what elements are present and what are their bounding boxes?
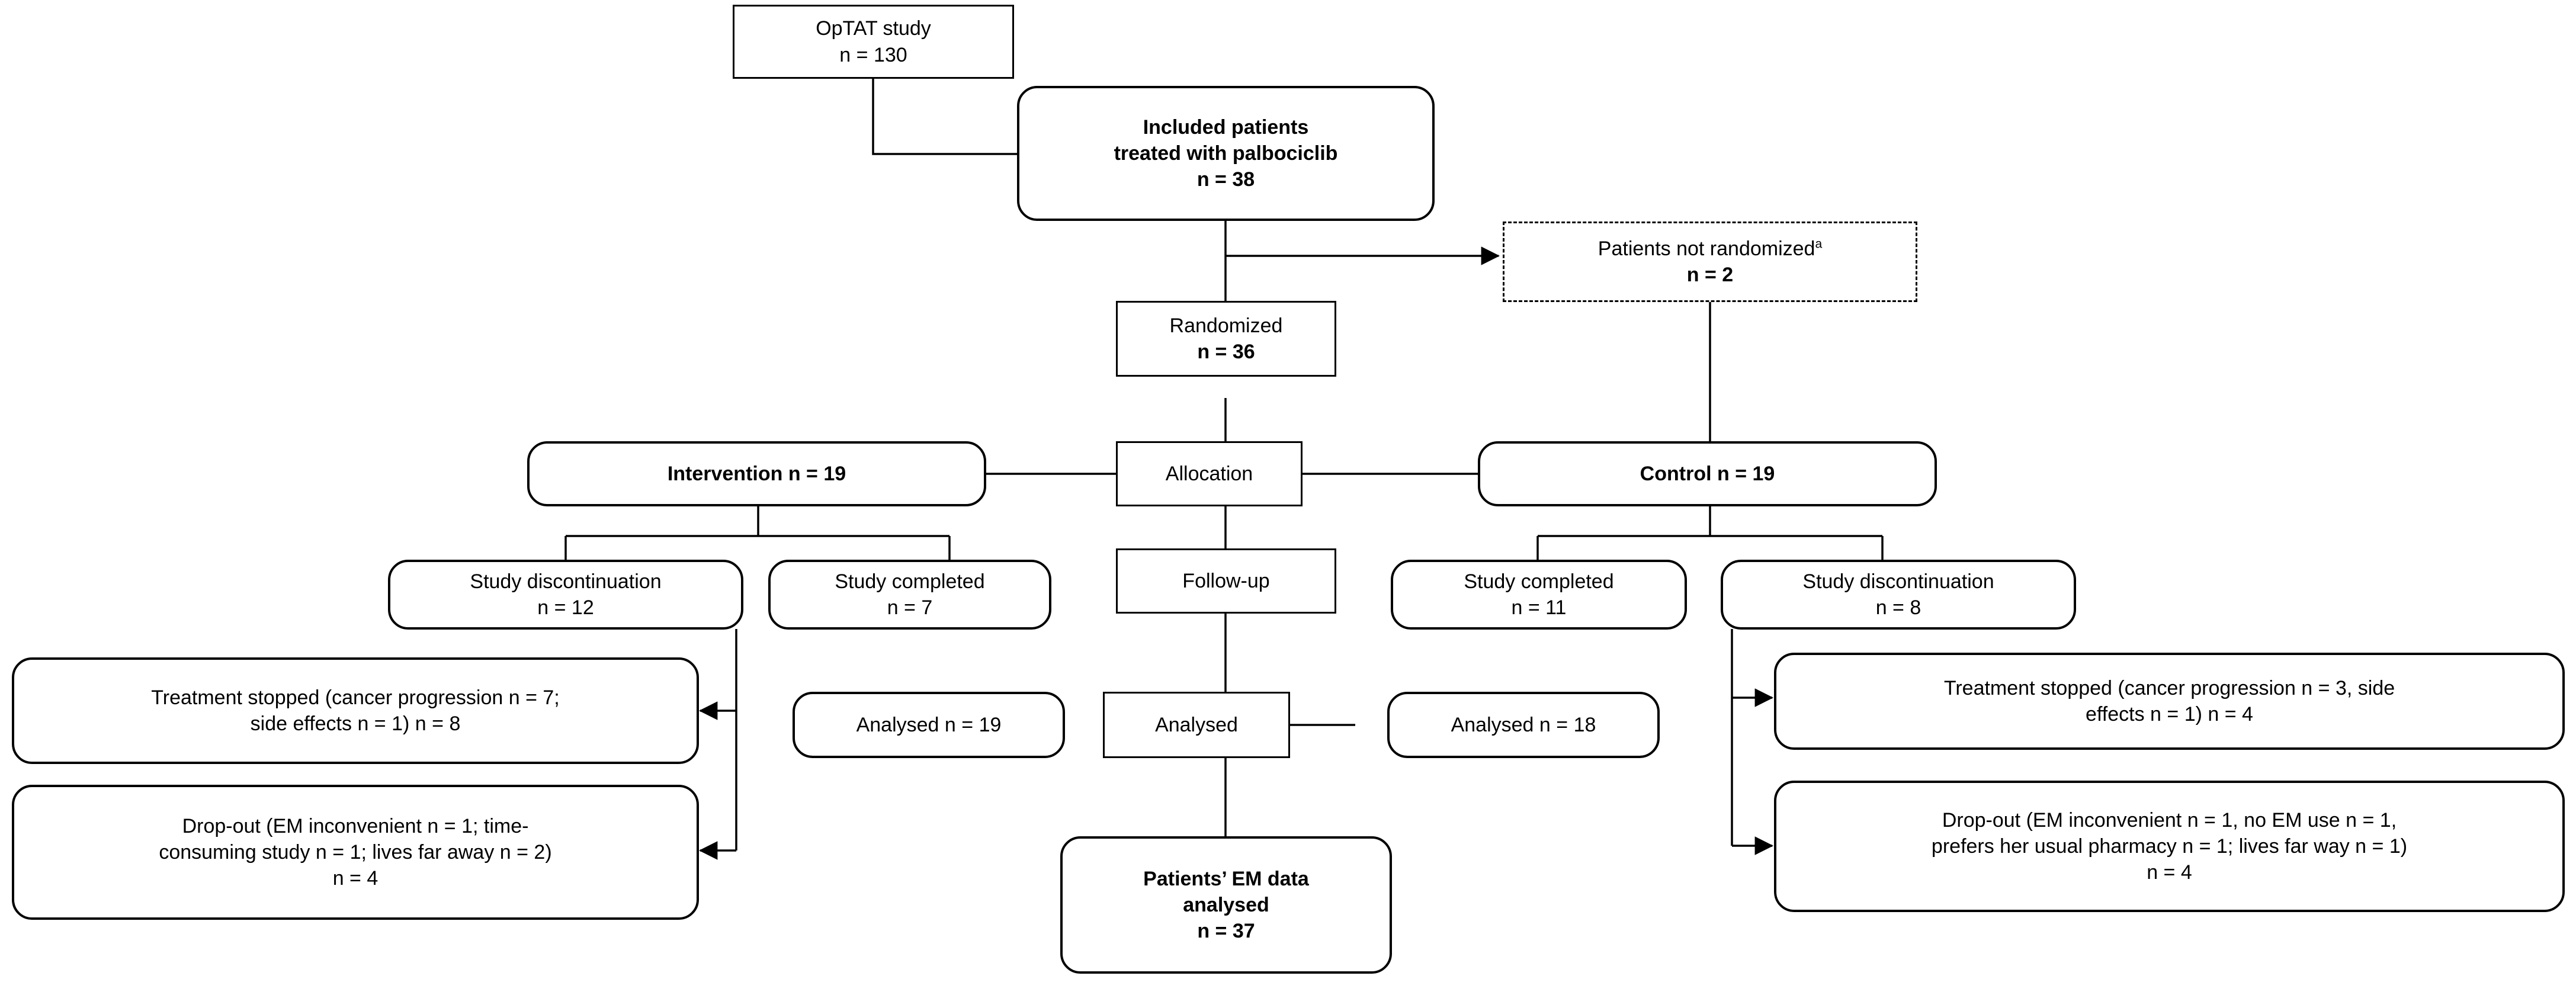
intervention-label: Intervention n = 19 [667,462,846,485]
node-analysed-control: Analysed n = 18 [1387,692,1660,758]
node-randomized: Randomized n = 36 [1116,301,1336,377]
analysed-intervention-label: Analysed n = 19 [856,713,1002,736]
control-completed-count: n = 11 [1511,596,1567,619]
control-treatment-stopped-line1: Treatment stopped (cancer progression n … [1943,676,2395,699]
em-data-analysed-line2: analysed [1183,893,1269,916]
node-em-data-analysed: Patients’ EM data analysed n = 37 [1060,836,1392,974]
analysed-control-label: Analysed n = 18 [1451,713,1596,736]
patients-not-randomized-label: Patients not randomizeda [1597,237,1823,260]
node-included-patients: Included patients treated with palbocicl… [1017,86,1435,221]
em-data-analysed-count: n = 37 [1197,920,1255,943]
footnote-marker-a: a [1815,237,1823,251]
follow-up-label: Follow-up [1182,569,1270,592]
randomized-count: n = 36 [1197,341,1255,363]
edge-control-split [1536,506,1884,561]
intervention-treatment-stopped-line2: side effects n = 1) n = 8 [250,712,461,735]
control-completed-label: Study completed [1464,570,1614,593]
node-intervention: Intervention n = 19 [527,441,986,506]
node-control-discontinuation: Study discontinuation n = 8 [1721,560,2076,630]
patients-not-randomized-count: n = 2 [1686,264,1734,286]
control-dropout-line3: n = 4 [2147,861,2192,884]
intervention-discontinuation-count: n = 12 [537,596,594,619]
intervention-completed-label: Study completed [835,570,985,593]
node-control-completed: Study completed n = 11 [1391,560,1687,630]
analysed-center-label: Analysed [1155,713,1238,736]
control-discontinuation-label: Study discontinuation [1802,570,1994,593]
allocation-label: Allocation [1165,462,1253,485]
control-dropout-line1: Drop-out (EM inconvenient n = 1, no EM u… [1942,808,2397,832]
control-treatment-stopped-line2: effects n = 1) n = 4 [2086,703,2253,726]
em-data-analysed-line1: Patients’ EM data [1143,867,1309,890]
optat-study-count: n = 130 [839,43,907,66]
randomized-label: Randomized [1169,314,1283,337]
intervention-dropout-line3: n = 4 [332,867,378,890]
intervention-dropout-line1: Drop-out (EM inconvenient n = 1; time- [182,814,529,837]
control-dropout-line2: prefers her usual pharmacy n = 1; lives … [1931,834,2408,858]
node-intervention-treatment-stopped: Treatment stopped (cancer progression n … [12,657,699,764]
node-control-dropout: Drop-out (EM inconvenient n = 1, no EM u… [1774,781,2565,912]
edge-intervention-split [564,506,951,561]
control-label: Control n = 19 [1640,462,1775,485]
node-patients-not-randomized: Patients not randomizeda n = 2 [1503,222,1917,302]
control-discontinuation-count: n = 8 [1875,596,1921,619]
intervention-discontinuation-label: Study discontinuation [470,570,662,593]
node-intervention-discontinuation: Study discontinuation n = 12 [388,560,743,630]
intervention-treatment-stopped-line1: Treatment stopped (cancer progression n … [151,686,560,709]
node-analysed-center: Analysed [1103,692,1290,758]
included-patients-count: n = 38 [1196,168,1255,191]
node-control-treatment-stopped: Treatment stopped (cancer progression n … [1774,653,2565,750]
intervention-dropout-line2: consuming study n = 1; lives far away n … [159,840,552,864]
node-follow-up: Follow-up [1116,548,1336,614]
optat-study-label: OpTAT study [816,17,931,40]
node-control: Control n = 19 [1478,441,1937,506]
intervention-completed-count: n = 7 [887,596,933,619]
included-patients-line2: treated with palbociclib [1114,142,1338,165]
node-intervention-dropout: Drop-out (EM inconvenient n = 1; time- c… [12,785,699,920]
node-analysed-intervention: Analysed n = 19 [793,692,1065,758]
node-optat-study: OpTAT study n = 130 [733,5,1014,79]
node-intervention-completed: Study completed n = 7 [768,560,1051,630]
edge-optat-to-included [872,78,1017,155]
node-allocation: Allocation [1116,441,1303,506]
included-patients-line1: Included patients [1143,115,1309,139]
